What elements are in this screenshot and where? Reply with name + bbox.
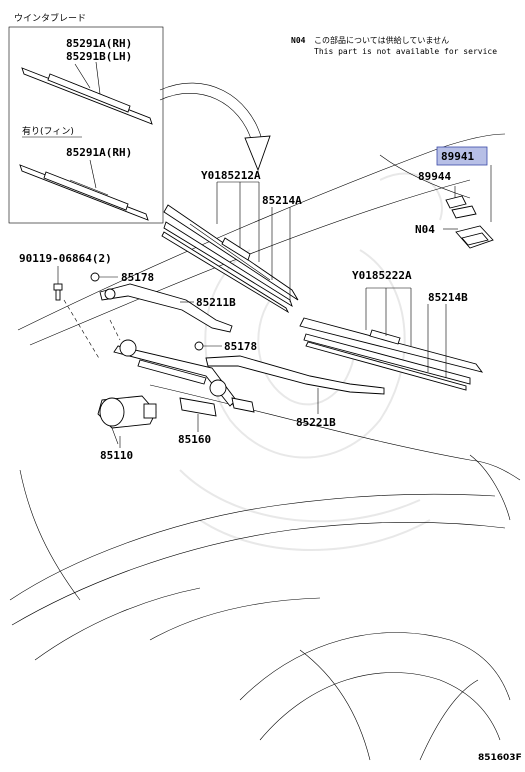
nut-85178-upper (90, 272, 100, 282)
inset-border (8, 26, 164, 224)
washer-nozzle-area: 89941 89944 N04 (415, 146, 494, 249)
inset-title: ウインタブレード (14, 12, 86, 24)
wiper-linkage-85160 (63, 299, 255, 417)
note-code: N04 (291, 36, 306, 45)
direction-arrow (159, 82, 271, 172)
callout-85178-upper[interactable]: 85178 (121, 271, 154, 284)
callout-85214B[interactable]: 85214B (428, 291, 468, 304)
diagram-id: 851603F (478, 753, 522, 763)
wiper-motor-85110 (97, 395, 157, 445)
callout-Y0185222A[interactable]: Y0185222A (352, 269, 412, 282)
callout-85110[interactable]: 85110 (100, 449, 133, 462)
inset-panel: ウインタブレード 85291A(RH) 85291B(LH) 有り(フィン) 8… (8, 12, 164, 224)
callout-Y0185212A[interactable]: Y0185212A (201, 169, 261, 182)
wiper-blade-rh (161, 204, 299, 314)
label-85291A-rh-1: 85291A(RH) (66, 37, 132, 50)
wiper-arm-85211B (99, 283, 233, 333)
callout-90119-06864[interactable]: 90119-06864(2) (19, 252, 112, 265)
note-en: This part is not available for service (314, 47, 497, 56)
highlight-89941 (436, 146, 488, 166)
callout-89941[interactable]: 89941 (441, 150, 474, 163)
winter-blade-2 (19, 159, 149, 221)
callout-85214A[interactable]: 85214A (262, 194, 302, 207)
callout-85211B[interactable]: 85211B (196, 296, 236, 309)
callout-85178-lower[interactable]: 85178 (224, 340, 257, 353)
nozzle-clip (445, 195, 467, 209)
vehicle-outline (9, 133, 521, 761)
label-85291B-lh: 85291B(LH) (66, 50, 132, 63)
callout-N04[interactable]: N04 (415, 223, 435, 236)
label-85291A-rh-2: 85291A(RH) (66, 146, 132, 159)
callout-89944[interactable]: 89944 (418, 170, 451, 183)
wiper-arm-85221B (205, 355, 385, 395)
wiper-blade-lh (299, 317, 484, 391)
nut-85178-lower (194, 341, 204, 351)
callout-85160[interactable]: 85160 (178, 433, 211, 446)
note-ja: この部品については供給していません (314, 35, 449, 45)
service-note: N04 この部品については供給していません This part is not a… (291, 35, 497, 56)
bolt-90119 (53, 283, 63, 301)
callout-85221B[interactable]: 85221B (296, 416, 336, 429)
winter-blade-1 (21, 61, 153, 125)
fin-label: 有り(フィン) (22, 125, 74, 137)
